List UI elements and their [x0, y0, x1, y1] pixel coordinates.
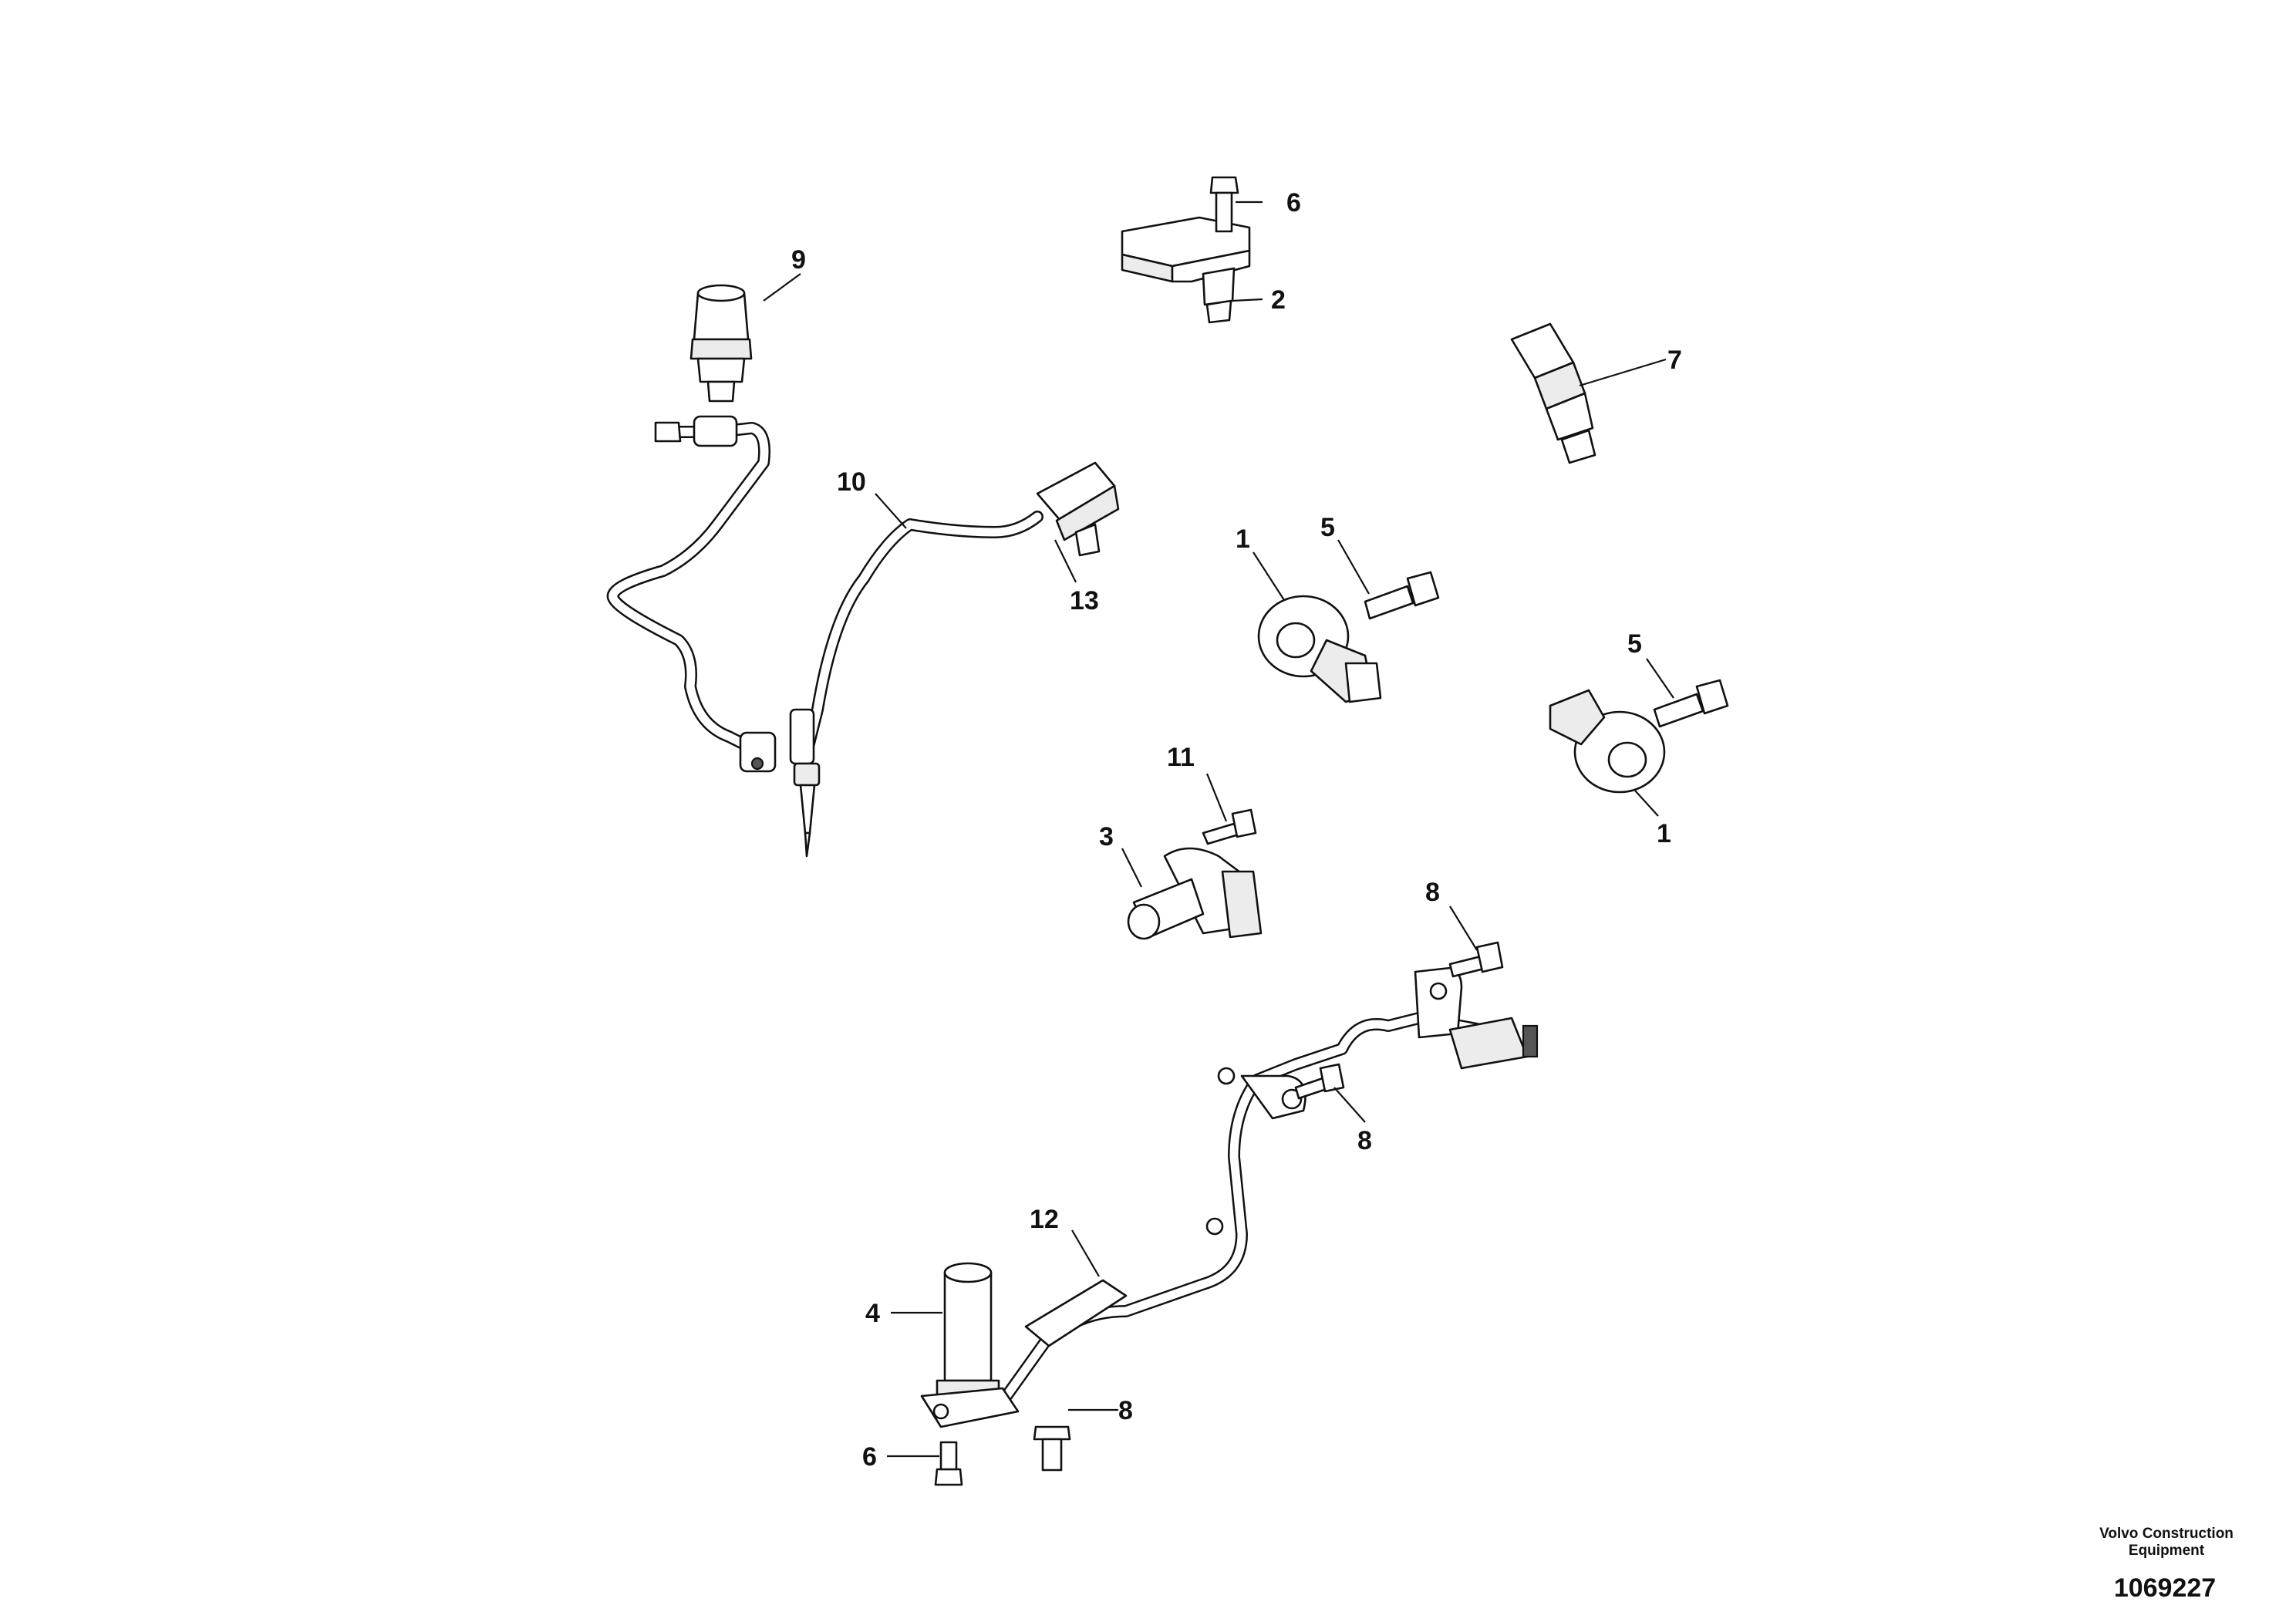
- callout-7: 7: [1667, 346, 1682, 375]
- leader-11: [1205, 773, 1228, 822]
- part-9-pressure-sensor: [689, 284, 753, 403]
- leader-3: [1121, 848, 1142, 888]
- part-5-bolt-upper: [1364, 571, 1440, 620]
- part-8-bolt-middle: [1294, 1063, 1345, 1100]
- callout-5-upper: 5: [1320, 513, 1335, 542]
- part-4-speed-sensor: [920, 1262, 1020, 1428]
- part-6-bolt-top: [1209, 176, 1239, 233]
- part-7-temperature-sensor: [1510, 322, 1596, 464]
- leader-1b: [1634, 790, 1659, 817]
- callout-9: 9: [791, 245, 806, 275]
- part-9-pipe: [606, 415, 777, 773]
- part-11-bolt: [1202, 808, 1257, 845]
- part-1-knock-sensor-right: [1549, 689, 1666, 794]
- leader-9: [763, 273, 801, 302]
- callout-5-right: 5: [1627, 629, 1642, 659]
- callout-13: 13: [1070, 586, 1099, 615]
- callout-12: 12: [1030, 1205, 1059, 1234]
- leader-10: [875, 493, 907, 529]
- leader-7: [1579, 358, 1667, 387]
- leader-12: [1071, 1229, 1100, 1277]
- callout-1-upper: 1: [1236, 524, 1250, 554]
- callout-6-top: 6: [1286, 188, 1301, 218]
- company-name: Volvo Construction Equipment: [2082, 1526, 2251, 1560]
- callout-2: 2: [1271, 285, 1286, 315]
- company-line-1: Volvo Construction: [2099, 1526, 2234, 1542]
- part-1-knock-sensor-upper: [1257, 595, 1382, 703]
- leader-8b: [1333, 1087, 1366, 1123]
- document-number: 1069227: [2113, 1573, 2217, 1603]
- part-2-pressure-sensor: [1121, 216, 1251, 324]
- part-10-temperature-sensor: [789, 461, 1120, 858]
- part-8-bolt-bottom: [1033, 1425, 1071, 1472]
- callout-10: 10: [837, 467, 866, 497]
- leader-5a: [1337, 539, 1370, 595]
- leader-8a: [1449, 905, 1478, 951]
- callout-4: 4: [865, 1299, 880, 1328]
- callout-8-bottom: 8: [1118, 1396, 1133, 1425]
- callout-3: 3: [1099, 822, 1114, 851]
- callout-8-middle: 8: [1357, 1126, 1372, 1155]
- leader-1a: [1253, 551, 1285, 601]
- callout-labels: 9 6 2 7 10 13 1 5 5 1 11 3 8 8 12 4 8 6: [791, 188, 1682, 1472]
- part-5-bolt-right: [1653, 679, 1729, 728]
- leader-lines: [763, 201, 1674, 1458]
- callout-11: 11: [1167, 743, 1195, 772]
- callout-8-upper: 8: [1425, 878, 1440, 907]
- leader-2: [1232, 298, 1263, 302]
- callout-1-right: 1: [1657, 819, 1671, 848]
- company-line-2: Equipment: [2128, 1543, 2205, 1559]
- part-3-speed-sensor: [1127, 847, 1263, 940]
- leader-13: [1054, 539, 1077, 583]
- part-12-harness: [1000, 966, 1539, 1402]
- callout-6-bottom: 6: [862, 1442, 877, 1472]
- part-8-bolt-upper: [1448, 941, 1504, 978]
- part-6-bolt-bottom: [934, 1441, 963, 1486]
- leader-5b: [1646, 658, 1674, 699]
